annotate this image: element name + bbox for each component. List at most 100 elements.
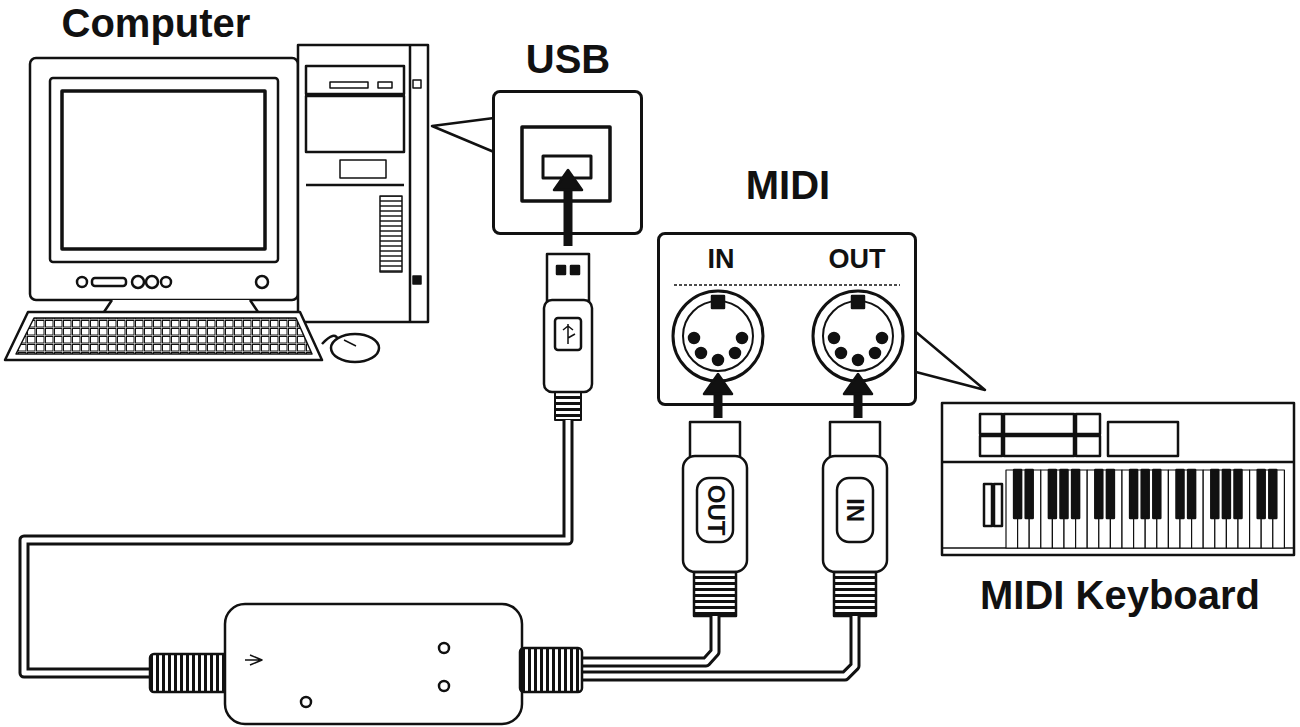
midi-out-plug [683,422,747,616]
midi-callout: MIDIINOUT [657,232,917,406]
black-key [1049,470,1056,518]
usb-plug [544,254,592,420]
midi-keyboard-part [1076,436,1100,456]
midi-callout-art [674,285,985,390]
computer-tower-part [413,276,421,284]
black-key [1269,470,1276,518]
monitor-part [77,277,87,287]
callout-title: USB [526,37,610,81]
midi-keyboard-part [1076,414,1100,434]
monitor-part [132,276,144,288]
cable-core [582,616,715,662]
computer-keyboard-part [344,340,356,346]
midi-out-plug-part [683,456,747,572]
computer-tower-part [298,45,428,322]
usb-midi-adapter-part [245,655,262,665]
computer-tower-part [380,196,402,272]
midi-out-socket-part [813,291,903,381]
cable-core [582,616,855,676]
midi-in-socket-part [712,296,724,308]
computer-tower-part [306,184,404,187]
midi-in-socket-part [730,348,740,358]
usb-callout-art-part [564,188,573,246]
computer-keyboard-part [5,312,322,360]
plug-label: IN [842,498,868,522]
midi-in-socket-part [737,333,747,343]
black-key [1211,470,1218,518]
midi-in-socket-part [696,348,706,358]
midi-in-socket-part [713,355,723,365]
midi-in-plug-part [830,422,880,458]
midi-in-socket-part [689,333,699,343]
midi-in-plug-part [823,456,887,572]
midi-callout-art-part [674,284,900,286]
port-label: OUT [829,245,886,275]
midi-out-socket-part [853,355,863,365]
computer-tower-part [409,45,412,322]
usb-callout: USB [492,90,643,235]
black-key [1014,470,1021,518]
midi-keyboard-part [980,414,1002,434]
device-name: MIDI Keyboard [980,573,1260,617]
midi-out-socket-part [836,348,846,358]
usb-midi-adapter-part [439,681,449,691]
usb-midi-adapter-part [301,697,311,707]
midi-keyboard-part [942,461,1294,464]
port-label: IN [708,245,735,275]
black-key [1130,470,1137,518]
midi-keyboard-part [1108,422,1178,456]
computer-keyboard [5,312,379,362]
black-key [1153,470,1160,518]
midi-out-socket-part [829,333,839,343]
usb-midi-adapter-part [150,654,228,692]
computer-tower-part [306,66,404,94]
midi-keyboard-part [980,436,1002,456]
usb-midi-adapter-part [520,648,582,692]
midi-keyboard-part [984,484,992,526]
black-key [1095,470,1102,518]
usb-plug-part [563,324,575,344]
computer-tower-part [330,82,368,88]
monitor-part [30,58,298,300]
usb-midi-adapter-part [225,604,522,724]
midi-out-plug-part [690,422,740,458]
cable-outline [582,616,715,662]
usb-callout-art [432,118,610,246]
midi-in-plug-part [837,478,873,542]
midi-keyboard-part [994,484,1002,526]
midi-out-plug-part [694,572,736,616]
monitor-part [256,276,268,288]
insert-arrow-part [844,374,872,394]
midi-keyboard-part [1004,436,1074,456]
usb-plug-part [557,266,565,274]
black-key [1026,470,1033,518]
computer-keyboard-part [331,334,379,362]
computer-tower-part [340,160,386,178]
computer-tower-part [378,82,392,88]
computer-tower-part [306,96,404,152]
midi-out-socket-part [877,333,887,343]
plug-label: OUT [702,485,728,536]
midi-in-plug [823,422,887,616]
black-key [1142,470,1149,518]
black-key [1223,470,1230,518]
usb-plug-part [547,254,589,301]
usb-callout-art-part [554,170,582,190]
midi-in-socket [673,291,763,381]
usb-midi-adapter [150,604,582,724]
midi-keyboard-part [1004,414,1074,434]
monitor-part [146,276,158,288]
usb-callout-art-part [522,127,610,201]
black-key [1177,470,1184,518]
usb-plug-part [555,392,581,420]
midi-out-socket-part [823,301,893,371]
black-key [1072,470,1079,518]
monitor-part [161,277,171,287]
cable-outline [582,616,855,676]
monitor-part [50,78,278,262]
black-key [1061,470,1068,518]
midi-in-socket-part [683,301,753,371]
usb-plug-part [555,318,581,350]
